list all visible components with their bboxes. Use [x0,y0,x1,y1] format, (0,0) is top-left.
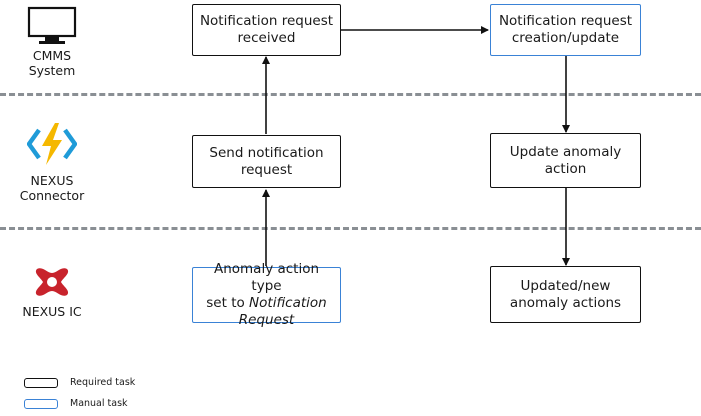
box-send-notification-request: Send notification request [192,135,341,188]
legend-required-label: Required task [70,377,136,388]
lane-label-connector: NEXUS Connector [19,173,85,203]
legend-manual-swatch [24,399,58,409]
lane-separator [0,93,701,96]
box-notification-request-received: Notification request received [192,4,341,56]
lane-label-ic: NEXUS IC [22,304,82,319]
nexus-logo-icon [33,265,71,303]
box-anomaly-action-type: Anomaly action type set to Notification … [192,261,341,328]
legend-required-swatch [24,378,58,388]
legend-manual-label: Manual task [70,398,128,409]
azure-functions-lightning-icon [26,122,78,170]
box-notification-request-creation-update: Notification request creation/update [490,4,641,56]
monitor-icon [27,6,77,50]
box-updated-new-anomaly-actions: Updated/new anomaly actions [490,266,641,323]
box-update-anomaly-action: Update anomaly action [490,133,641,188]
lane-separator [0,227,701,230]
lane-label-cmms: CMMS System [28,48,76,78]
